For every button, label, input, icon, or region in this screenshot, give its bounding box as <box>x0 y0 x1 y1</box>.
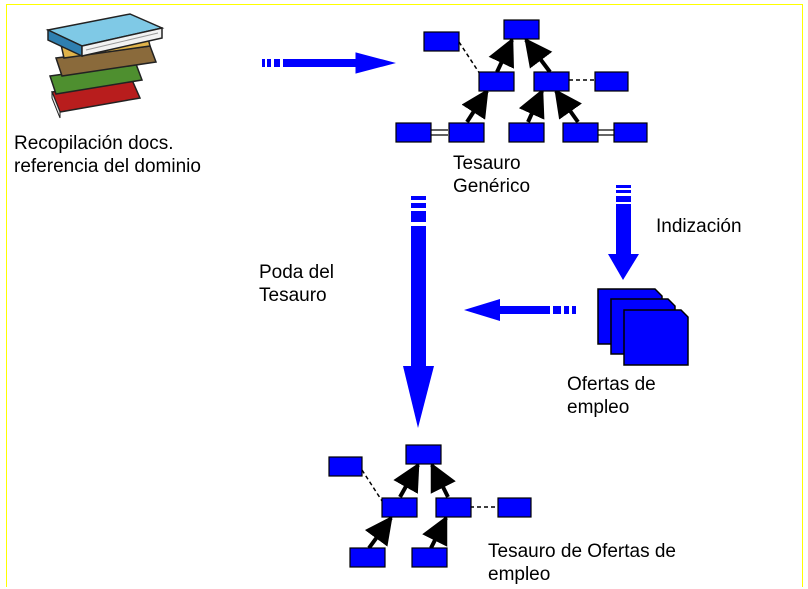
offers-thesaurus-tree <box>328 444 532 568</box>
arrow-to-generic-thesaurus <box>262 52 396 74</box>
document-stack-icon <box>597 288 689 366</box>
arrow-offers-to-pruning <box>464 299 576 321</box>
generic-thesaurus-tree <box>395 19 648 143</box>
pruning-label: Poda del Tesauro <box>259 262 335 306</box>
arrow-pruning <box>403 196 434 428</box>
source-docs-label: Recopilación docs. referencia del domini… <box>14 133 201 177</box>
job-offers-label: Ofertas de empleo <box>567 374 656 418</box>
yellow-frame <box>6 4 803 587</box>
indexing-label: Indización <box>656 216 742 237</box>
books-stack-icon <box>45 13 165 119</box>
offers-thesaurus-label: Tesauro de Ofertas de empleo <box>488 541 676 585</box>
arrow-indexing <box>608 185 639 280</box>
generic-thesaurus-label: Tesauro Genérico <box>453 153 531 196</box>
